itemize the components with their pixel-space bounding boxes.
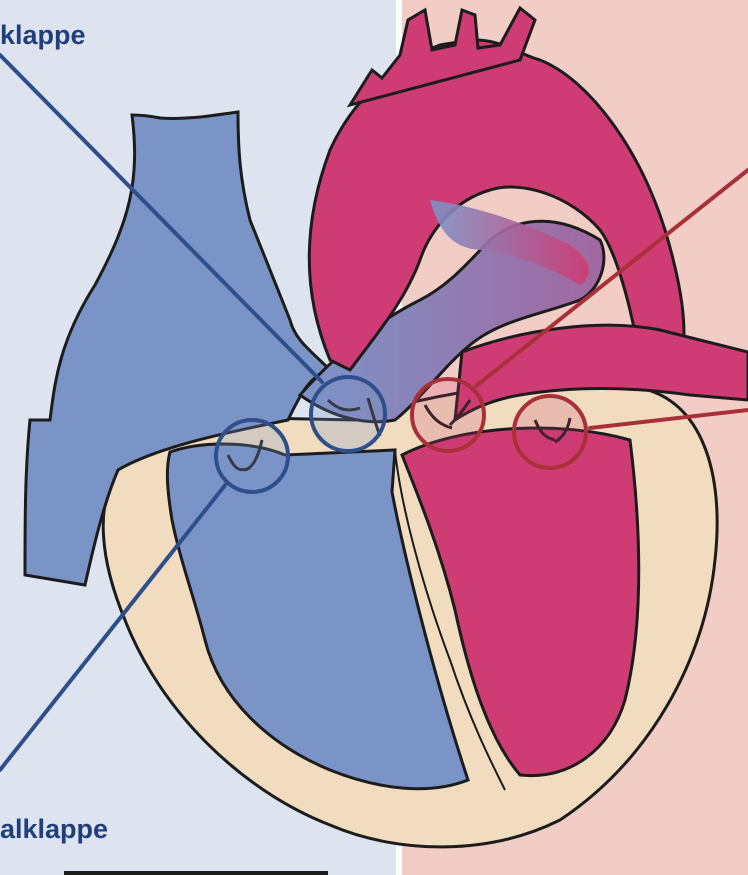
aortic-valve-marker — [412, 379, 484, 451]
valve-label-top: klappe — [0, 22, 86, 49]
label-bar-bottom — [64, 871, 328, 875]
valve-label-bottom: alklappe — [0, 816, 108, 843]
pulmonary-valve-marker — [311, 377, 385, 451]
mitral-valve-marker — [514, 396, 586, 468]
tricuspid-valve-marker — [216, 420, 288, 492]
